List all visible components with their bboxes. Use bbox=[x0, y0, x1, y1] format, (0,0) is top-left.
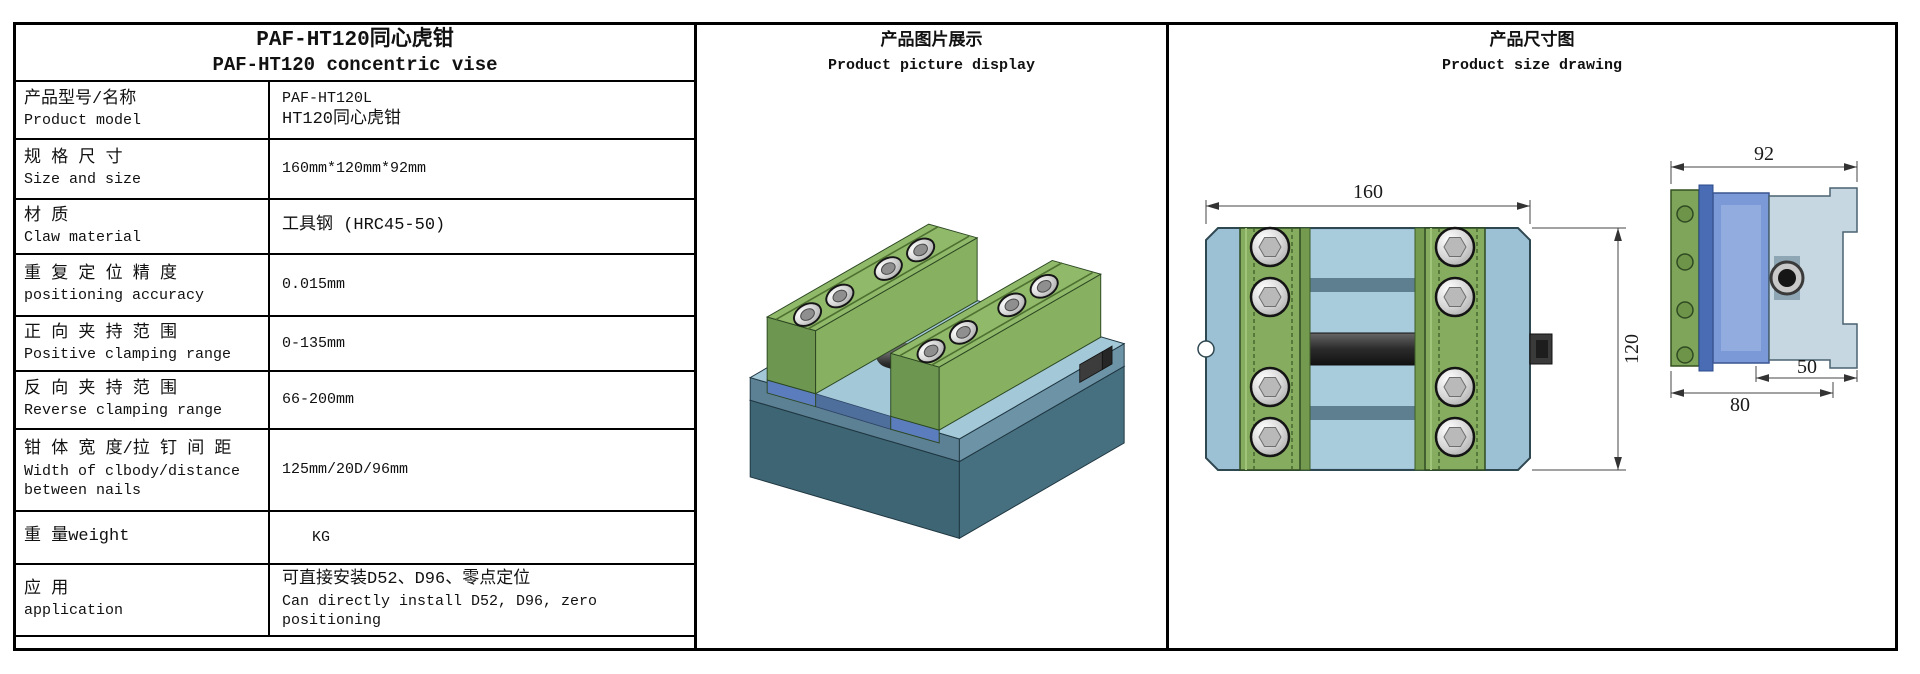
cross-band-top bbox=[1310, 278, 1415, 292]
size-drawings: 160 120 bbox=[1197, 143, 1858, 471]
product-title-cn: PAF-HT120同心虎钳 bbox=[256, 28, 454, 52]
spec-row-positioning-accuracy: 重 复 定 位 精 度 positioning accuracy 0.015mm bbox=[16, 255, 694, 317]
dimension-depth bbox=[1532, 227, 1626, 471]
side-center-screw-boss bbox=[1769, 256, 1805, 300]
row-value: PAF-HT120L bbox=[282, 90, 373, 108]
drawing-panel-title-cn: 产品尺寸图 bbox=[1489, 32, 1575, 51]
row-label-en: Size and size bbox=[24, 171, 142, 189]
row-value: 0.015mm bbox=[282, 276, 346, 294]
spec-row-application: 应 用 application 可直接安装D52、D96、零点定位 Can di… bbox=[16, 565, 694, 637]
column-divider-1 bbox=[694, 25, 697, 648]
spec-row-product-model: 产品型号/名称 Product model PAF-HT120L HT120同心… bbox=[16, 82, 694, 140]
row-label: 产品型号/名称 bbox=[24, 90, 137, 110]
hex-screws-right-jaw bbox=[916, 273, 1059, 364]
drawing-panel-header: 产品尺寸图 Product size drawing bbox=[1169, 29, 1895, 76]
row-label: 应 用 bbox=[24, 580, 69, 600]
row-label-en: Claw material bbox=[24, 228, 142, 246]
row-label: 正 向 夹 持 范 围 bbox=[24, 323, 178, 343]
product-title-en: PAF-HT120 concentric vise bbox=[212, 53, 498, 76]
picture-panel-title-en: Product picture display bbox=[827, 56, 1036, 74]
row-label-en: Product model bbox=[24, 112, 142, 130]
row-label-en: Width of clbody/distance bbox=[24, 462, 241, 480]
sheet-frame: PAF-HT120同心虎钳 PAF-HT120 concentric vise … bbox=[13, 22, 1898, 651]
row-value: 可直接安装D52、D96、零点定位 bbox=[282, 570, 531, 590]
spec-row-reverse-clamping: 反 向 夹 持 范 围 Reverse clamping range 66-20… bbox=[16, 372, 694, 430]
screw-end-knob bbox=[1079, 345, 1113, 384]
row-label: 重 复 定 位 精 度 bbox=[24, 265, 178, 285]
column-divider-2 bbox=[1166, 25, 1169, 648]
row-label-en: application bbox=[24, 602, 124, 620]
spec-table-header: PAF-HT120同心虎钳 PAF-HT120 concentric vise bbox=[16, 25, 694, 82]
picture-panel-header: 产品图片展示 Product picture display bbox=[697, 29, 1166, 76]
drawing-panel-title-en: Product size drawing bbox=[1441, 56, 1623, 74]
dimension-height-label: 92 bbox=[1754, 143, 1774, 165]
row-label-en: Reverse clamping range bbox=[24, 402, 223, 420]
row-value: 工具钢 (HRC45-50) bbox=[282, 216, 446, 236]
row-value: KG bbox=[312, 528, 331, 546]
cross-band-bottom bbox=[1310, 406, 1415, 420]
lead-screw-top-view bbox=[1307, 332, 1418, 366]
dimension-slot-label: 50 bbox=[1797, 356, 1817, 378]
row-label: 重 量weight bbox=[24, 527, 130, 547]
spec-row-body-width: 钳 体 宽 度/拉 钉 间 距 Width of clbody/distance… bbox=[16, 430, 694, 512]
row-label-en: positioning accuracy bbox=[24, 287, 205, 305]
spec-row-material: 材 质 Claw material 工具钢 (HRC45-50) bbox=[16, 200, 694, 255]
row-label: 规 格 尺 寸 bbox=[24, 149, 123, 169]
spec-row-weight: 重 量weight KG bbox=[16, 512, 694, 565]
row-value: 125mm/20D/96mm bbox=[282, 461, 409, 479]
row-label: 钳 体 宽 度/拉 钉 间 距 bbox=[24, 440, 232, 460]
row-label: 材 质 bbox=[24, 206, 69, 226]
product-photo bbox=[748, 223, 1126, 540]
side-body bbox=[1768, 187, 1858, 369]
dimension-depth-label: 120 bbox=[1621, 334, 1643, 364]
edge-notch bbox=[1197, 340, 1215, 358]
row-label: 反 向 夹 持 范 围 bbox=[24, 380, 178, 400]
spec-row-size: 规 格 尺 寸 Size and size 160mm*120mm*92mm bbox=[16, 140, 694, 200]
dimension-slot bbox=[1755, 366, 1858, 382]
screw-end-knob-top-view bbox=[1529, 333, 1553, 365]
row-value: 0-135mm bbox=[282, 334, 346, 352]
side-view-drawing: 92 50 80 bbox=[1670, 143, 1858, 416]
side-jaw-screw-ends bbox=[1676, 205, 1694, 364]
row-value: 66-200mm bbox=[282, 391, 355, 409]
dimension-length-label: 160 bbox=[1353, 181, 1383, 203]
dimension-height bbox=[1670, 161, 1858, 184]
dimension-base-label: 80 bbox=[1730, 394, 1750, 416]
picture-panel-title-cn: 产品图片展示 bbox=[880, 32, 983, 51]
top-view-drawing: 160 120 bbox=[1197, 181, 1643, 471]
row-value: 160mm*120mm*92mm bbox=[282, 160, 427, 178]
spec-row-positive-clamping: 正 向 夹 持 范 围 Positive clamping range 0-13… bbox=[16, 317, 694, 372]
row-label-en: Positive clamping range bbox=[24, 345, 232, 363]
dimension-length bbox=[1205, 200, 1531, 224]
side-carrier-strip bbox=[1698, 184, 1714, 372]
dimension-base bbox=[1670, 371, 1834, 398]
